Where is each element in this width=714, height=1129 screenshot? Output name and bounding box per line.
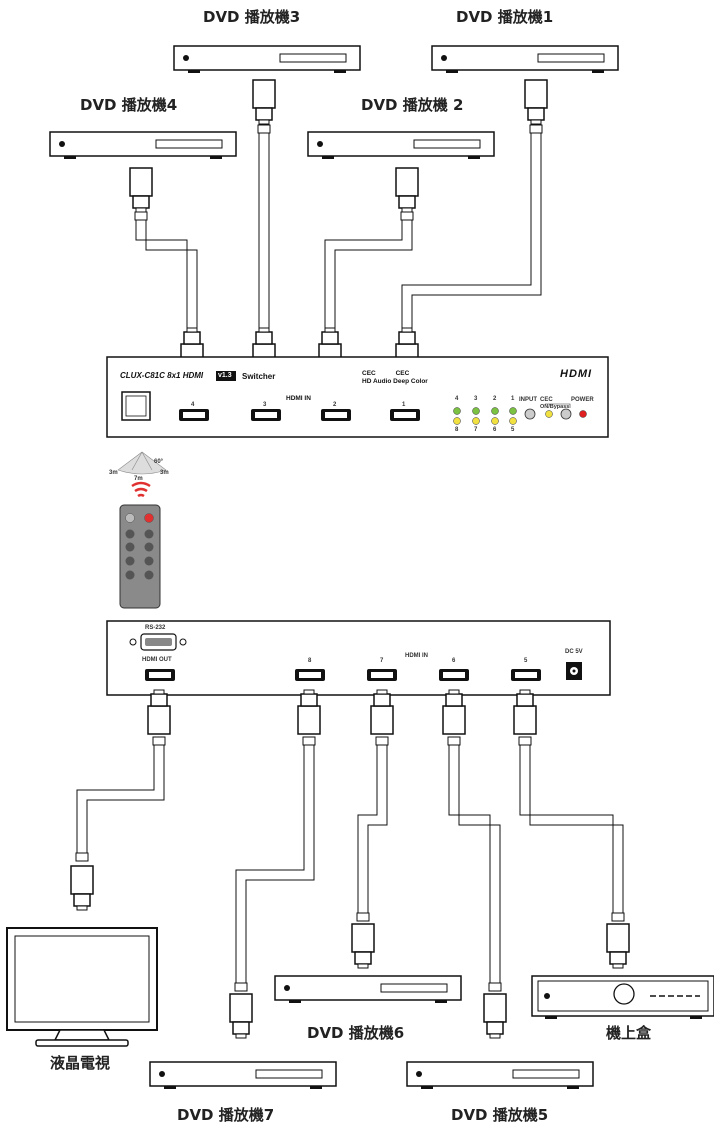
cec-led <box>545 410 553 418</box>
label-tv: 液晶電視 <box>50 1054 111 1072</box>
label-dvd7: DVD 播放機7 <box>177 1106 275 1124</box>
range-left: 3m <box>109 470 118 476</box>
led-top-2: 2 <box>493 396 497 402</box>
dvd-player-5 <box>406 1061 594 1090</box>
rear-port-label-8: 8 <box>308 658 312 664</box>
cable-rings-bottom <box>75 736 625 992</box>
hdmi-logo: HDMI <box>560 368 593 380</box>
switcher-front-panel <box>106 356 609 438</box>
range-right: 3m <box>160 470 169 476</box>
rear-port-label-6: 6 <box>452 658 456 664</box>
dvd-player-4 <box>49 131 237 160</box>
label-stb: 機上盒 <box>606 1024 652 1042</box>
front-port-label-4: 4 <box>191 402 195 408</box>
cables-bottom <box>76 745 624 985</box>
dvd-player-3 <box>173 45 361 74</box>
switcher-rear-panel <box>106 620 611 696</box>
label-dvd6: DVD 播放機6 <box>307 1024 405 1042</box>
version-badge <box>216 371 236 381</box>
rear-hdmi-in-label: HDMI IN <box>405 653 428 659</box>
dvd-player-6 <box>274 975 462 1004</box>
features-line1: CEC CEC <box>362 370 410 377</box>
cables-top <box>135 125 542 345</box>
rear-port-label-7: 7 <box>380 658 384 664</box>
dc-label: DC 5V <box>565 649 583 655</box>
power-led <box>579 410 587 418</box>
front-port-label-2: 2 <box>333 402 337 408</box>
led-bottom-6: 6 <box>493 427 497 433</box>
switcher-label: Switcher <box>242 372 276 381</box>
led-top-3: 3 <box>474 396 478 402</box>
front-port-label-1: 1 <box>402 402 406 408</box>
led-top-1: 1 <box>511 396 515 402</box>
power-label: POWER <box>571 397 594 403</box>
led-bottom-8: 8 <box>455 427 459 433</box>
dvd-player-7 <box>149 1061 337 1090</box>
set-top-box <box>531 975 714 1019</box>
front-port-label-3: 3 <box>263 402 267 408</box>
wireless-signal-icon <box>131 481 151 498</box>
range-center: 7m <box>134 476 143 482</box>
input-button[interactable] <box>524 408 536 420</box>
model-label: CLUX-C81C 8x1 HDMI <box>120 371 204 380</box>
led-bottom-7: 7 <box>474 427 478 433</box>
rs232-port <box>129 633 187 651</box>
input-label: INPUT <box>519 397 537 403</box>
ir-window <box>121 391 151 421</box>
plugs-top <box>129 79 548 373</box>
cec-label: CEC <box>540 397 553 403</box>
rear-port-label-5: 5 <box>524 658 528 664</box>
rs232-label: RS-232 <box>145 625 166 631</box>
led-top-4: 4 <box>455 396 459 402</box>
cec-button[interactable] <box>560 408 572 420</box>
led-bottom-5: 5 <box>511 427 515 433</box>
label-dvd2: DVD 播放機 2 <box>361 96 464 114</box>
label-dvd1: DVD 播放機1 <box>456 8 554 26</box>
on-bypass-label: ON/Bypass <box>540 404 570 410</box>
front-hdmi-in-label: HDMI IN <box>286 395 311 402</box>
cable-rings-top <box>134 124 543 221</box>
label-dvd4: DVD 播放機4 <box>80 96 178 114</box>
hdmi-out-label: HDMI OUT <box>142 657 172 663</box>
range-angle: 60° <box>154 459 164 465</box>
input-leds <box>453 407 517 425</box>
features-line2: HD Audio Deep Color <box>362 378 428 385</box>
version-badge-text: v1.3 <box>218 372 232 379</box>
label-dvd3: DVD 播放機3 <box>203 8 301 26</box>
lcd-tv <box>6 927 158 1047</box>
remote-control <box>119 504 161 609</box>
remote-range-diagram <box>117 451 167 475</box>
dvd-player-2 <box>307 131 495 160</box>
label-dvd5: DVD 播放機5 <box>451 1106 549 1124</box>
dvd-player-1 <box>431 45 619 74</box>
dc-jack <box>566 662 582 680</box>
